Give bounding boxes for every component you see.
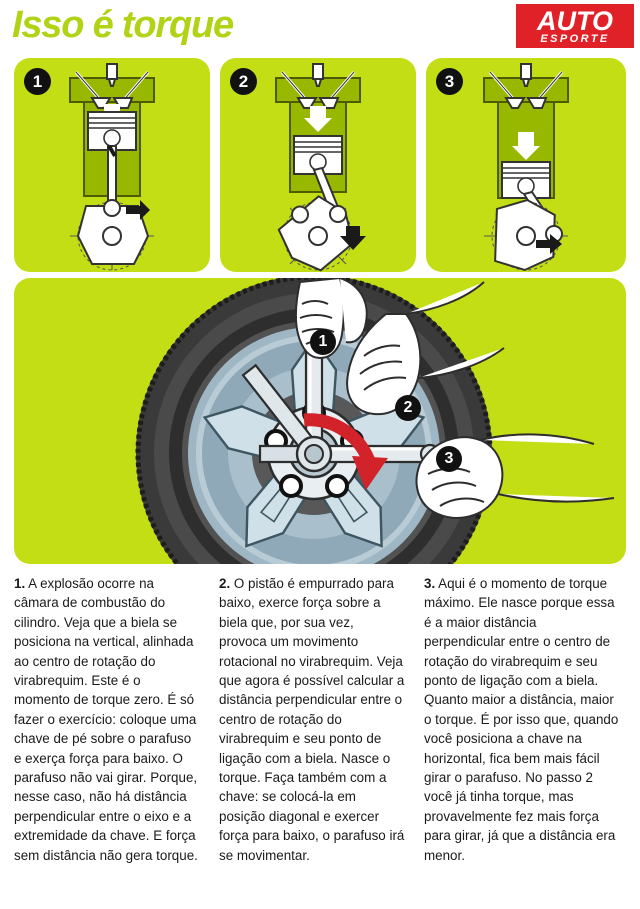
page-header: Isso é torque AUTO ESPORTE [0,0,640,52]
caption-columns: 1. A explosão ocorre na câmara de combus… [0,574,640,909]
caption-column-3: 3. Aqui é o momento de torque máximo. El… [424,574,620,865]
engine-panel-step-3: 3 [426,58,626,272]
hand-middle [346,281,505,416]
caption-number-2: 2. [219,576,231,591]
callout-3: 3 [436,446,462,472]
page-title: Isso é torque [12,4,234,46]
logo-primary-text: AUTO [536,5,613,36]
panel-badge-2: 2 [230,68,257,95]
wheel-and-hands-diagram [135,278,615,564]
engine-diagram-3 [483,63,569,272]
auto-esporte-logo: AUTO ESPORTE [516,4,634,48]
caption-body-2: O pistão é empurrado para baixo, exerce … [219,576,405,863]
engine-panel-step-1: 1 [14,58,210,272]
callout-1: 1 [310,329,336,355]
rotation-arrow-red [303,413,388,490]
engine-diagram-2 [275,63,366,272]
caption-number-1: 1. [14,576,26,591]
caption-column-1: 1. A explosão ocorre na câmara de combus… [14,574,200,865]
panel-badge-3: 3 [436,68,463,95]
caption-body-1: A explosão ocorre na câmara de combustão… [14,576,198,863]
wheel-wrench-illustration: 1 2 3 [14,278,626,564]
engine-diagram-1 [69,63,155,271]
panel-badge-1: 1 [24,68,51,95]
logo-secondary-text: ESPORTE [540,32,610,45]
callout-2: 2 [395,395,421,421]
caption-number-3: 3. [424,576,436,591]
caption-body-3: Aqui é o momento de torque máximo. Ele n… [424,576,619,863]
engine-panel-step-2: 2 [220,58,416,272]
caption-column-2: 2. O pistão é empurrado para baixo, exer… [219,574,405,865]
